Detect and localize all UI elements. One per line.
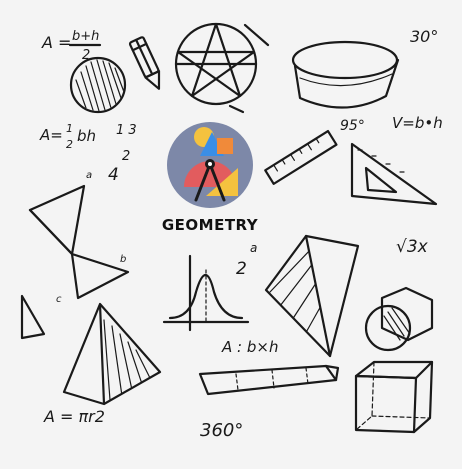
kite-prism-doodle xyxy=(264,234,360,358)
formula-2-lhs: A= xyxy=(39,126,63,144)
frustum-doodle xyxy=(291,40,400,109)
root-formula: √3x xyxy=(396,237,429,257)
formula-1-lhs: A = xyxy=(41,33,71,52)
hatched-circle-doodle xyxy=(69,56,127,114)
angle-360-label: 360° xyxy=(200,420,243,441)
logo-compass-icon xyxy=(194,159,226,202)
formula-2-frac-den: 2 xyxy=(66,138,73,151)
formula-1-denominator: 2 xyxy=(82,48,90,63)
formula-2-frac-num: 1 xyxy=(66,122,73,135)
small-triangle-doodle xyxy=(20,294,46,340)
logo-square-shape xyxy=(217,138,233,154)
rectangular-prism-bar-doodle xyxy=(198,364,340,396)
pencil-doodle xyxy=(128,36,161,90)
logo-title: GEOMETRY xyxy=(162,216,259,234)
triangle-label-c: c xyxy=(56,294,62,305)
logo-ruler-shape xyxy=(206,168,238,196)
formula-2-rest: bh xyxy=(77,127,96,145)
formula-3-exponent: 2 xyxy=(122,149,130,164)
formula-2-numbers: 1 3 xyxy=(116,123,137,138)
formula-1-numerator: b+h xyxy=(72,29,99,44)
angle-30-label: 30° xyxy=(410,27,438,46)
power-base: 2 xyxy=(236,259,247,279)
geometry-logo: GEOMETRY xyxy=(162,122,259,234)
triangle-label-b: b xyxy=(120,254,126,265)
volume-formula: V=b•h xyxy=(392,114,443,132)
triangle-label-a: a xyxy=(86,170,92,181)
cube-doodle xyxy=(354,360,434,434)
inscribed-star-circle-doodle xyxy=(174,22,270,114)
power-exponent: a xyxy=(250,241,257,255)
bell-curve-doodle xyxy=(162,254,250,332)
hexagon-circle-doodle xyxy=(364,286,434,352)
area-circle-formula: A = πr2 xyxy=(43,407,105,426)
logo-protractor-shape xyxy=(184,161,236,187)
pyramid-doodle xyxy=(62,302,162,406)
ruler-doodle xyxy=(264,129,338,185)
formula-3-base: 4 xyxy=(108,165,119,185)
set-square-doodle xyxy=(350,142,438,206)
area-bxh-formula: A : b×h xyxy=(221,338,278,356)
bowtie-triangles-doodle xyxy=(28,184,130,300)
angle-95-label: 95° xyxy=(340,118,365,134)
